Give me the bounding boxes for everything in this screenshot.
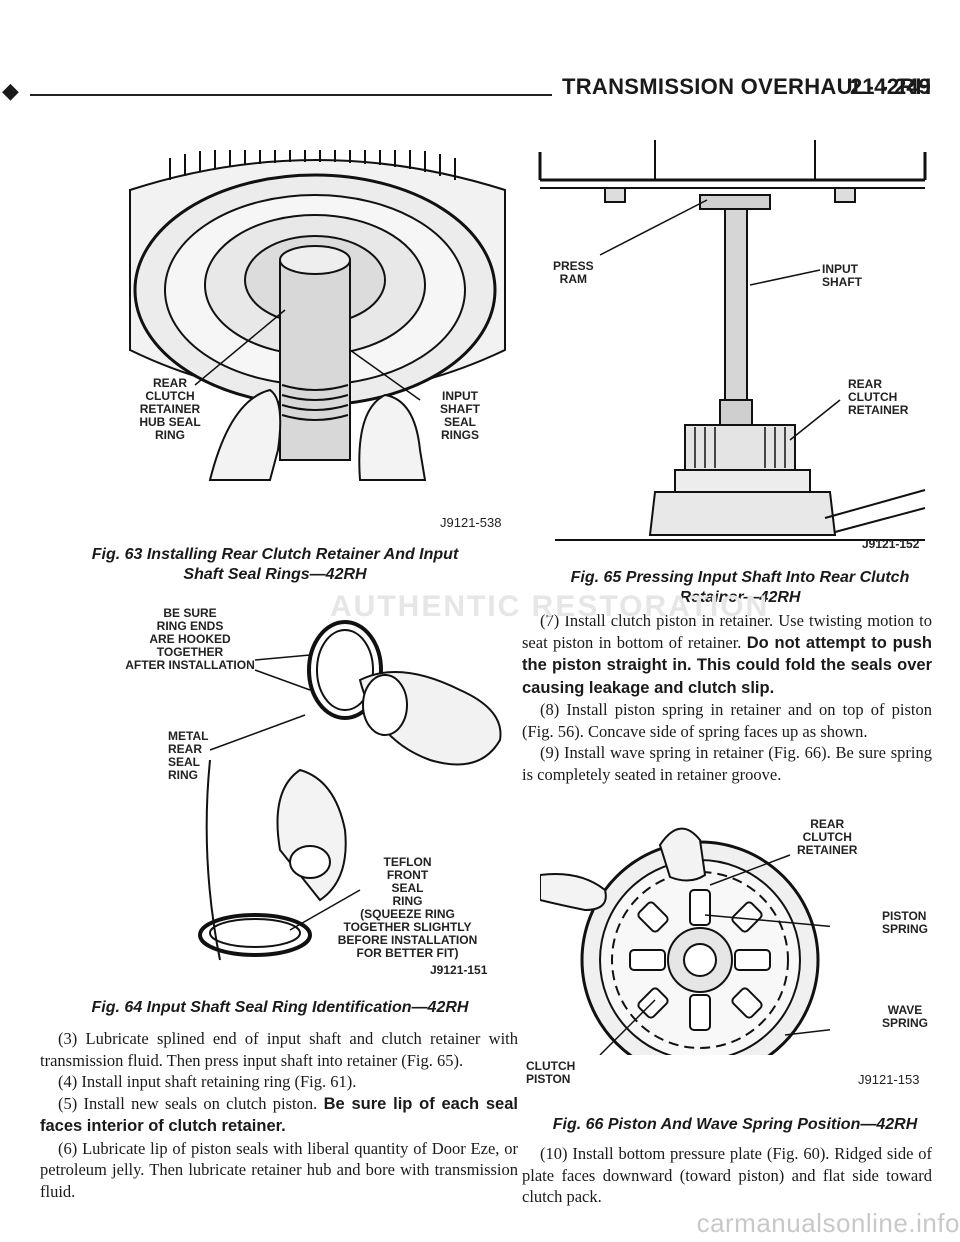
fig66-caption: Fig. 66 Piston And Wave Spring Position—… (552, 1116, 918, 1133)
right-column-text-bottom: (10) Install bottom pressure plate (Fig.… (522, 1143, 932, 1208)
step-4: (4) Install input shaft retaining ring (… (58, 1072, 357, 1091)
header-rule (30, 94, 552, 96)
step-6: (6) Lubricate lip of piston seals with l… (40, 1138, 518, 1201)
step-9: (9) Install wave spring in retainer (Fig… (522, 743, 932, 784)
step-10: (10) Install bottom pressure plate (Fig.… (522, 1144, 932, 1206)
step-8: (8) Install piston spring in retainer an… (522, 700, 932, 741)
fig65-caption: Fig. 65 Pressing Input Shaft Into Rear C… (570, 569, 910, 606)
step-5: (5) Install new seals on clutch piston. … (40, 1093, 518, 1136)
step-7: (7) Install clutch piston in retainer. U… (522, 611, 932, 697)
page-number: 21 - 249 (850, 74, 931, 99)
figure-66-illustration (540, 815, 830, 1055)
fig64-code: J9121-151 (430, 963, 488, 977)
fig63-caption: Fig. 63 Installing Rear Clutch Retainer … (91, 546, 459, 583)
fig66-code: J9121-153 (858, 1072, 920, 1087)
watermark: carmanualsonline.info (696, 1208, 960, 1238)
fig63-code: J9121-538 (440, 515, 502, 530)
right-column-text-top: (7) Install clutch piston in retainer. U… (522, 610, 932, 785)
figure-63-illustration (110, 150, 520, 490)
step-3: (3) Lubricate splined end of input shaft… (40, 1029, 518, 1070)
fig64-caption: Fig. 64 Input Shaft Seal Ring Identifica… (91, 999, 469, 1016)
figure-64-illustration (160, 600, 520, 980)
left-column-text: (3) Lubricate splined end of input shaft… (40, 1028, 518, 1202)
fig65-code: J9121-152 (862, 537, 920, 551)
figure-65-illustration (535, 140, 930, 550)
header-bullet: ◆ (2, 78, 19, 103)
watermark-center: AUTHENTIC RESTORATION (330, 590, 770, 623)
page-title: TRANSMISSION OVERHAUL-42RH (562, 74, 932, 99)
